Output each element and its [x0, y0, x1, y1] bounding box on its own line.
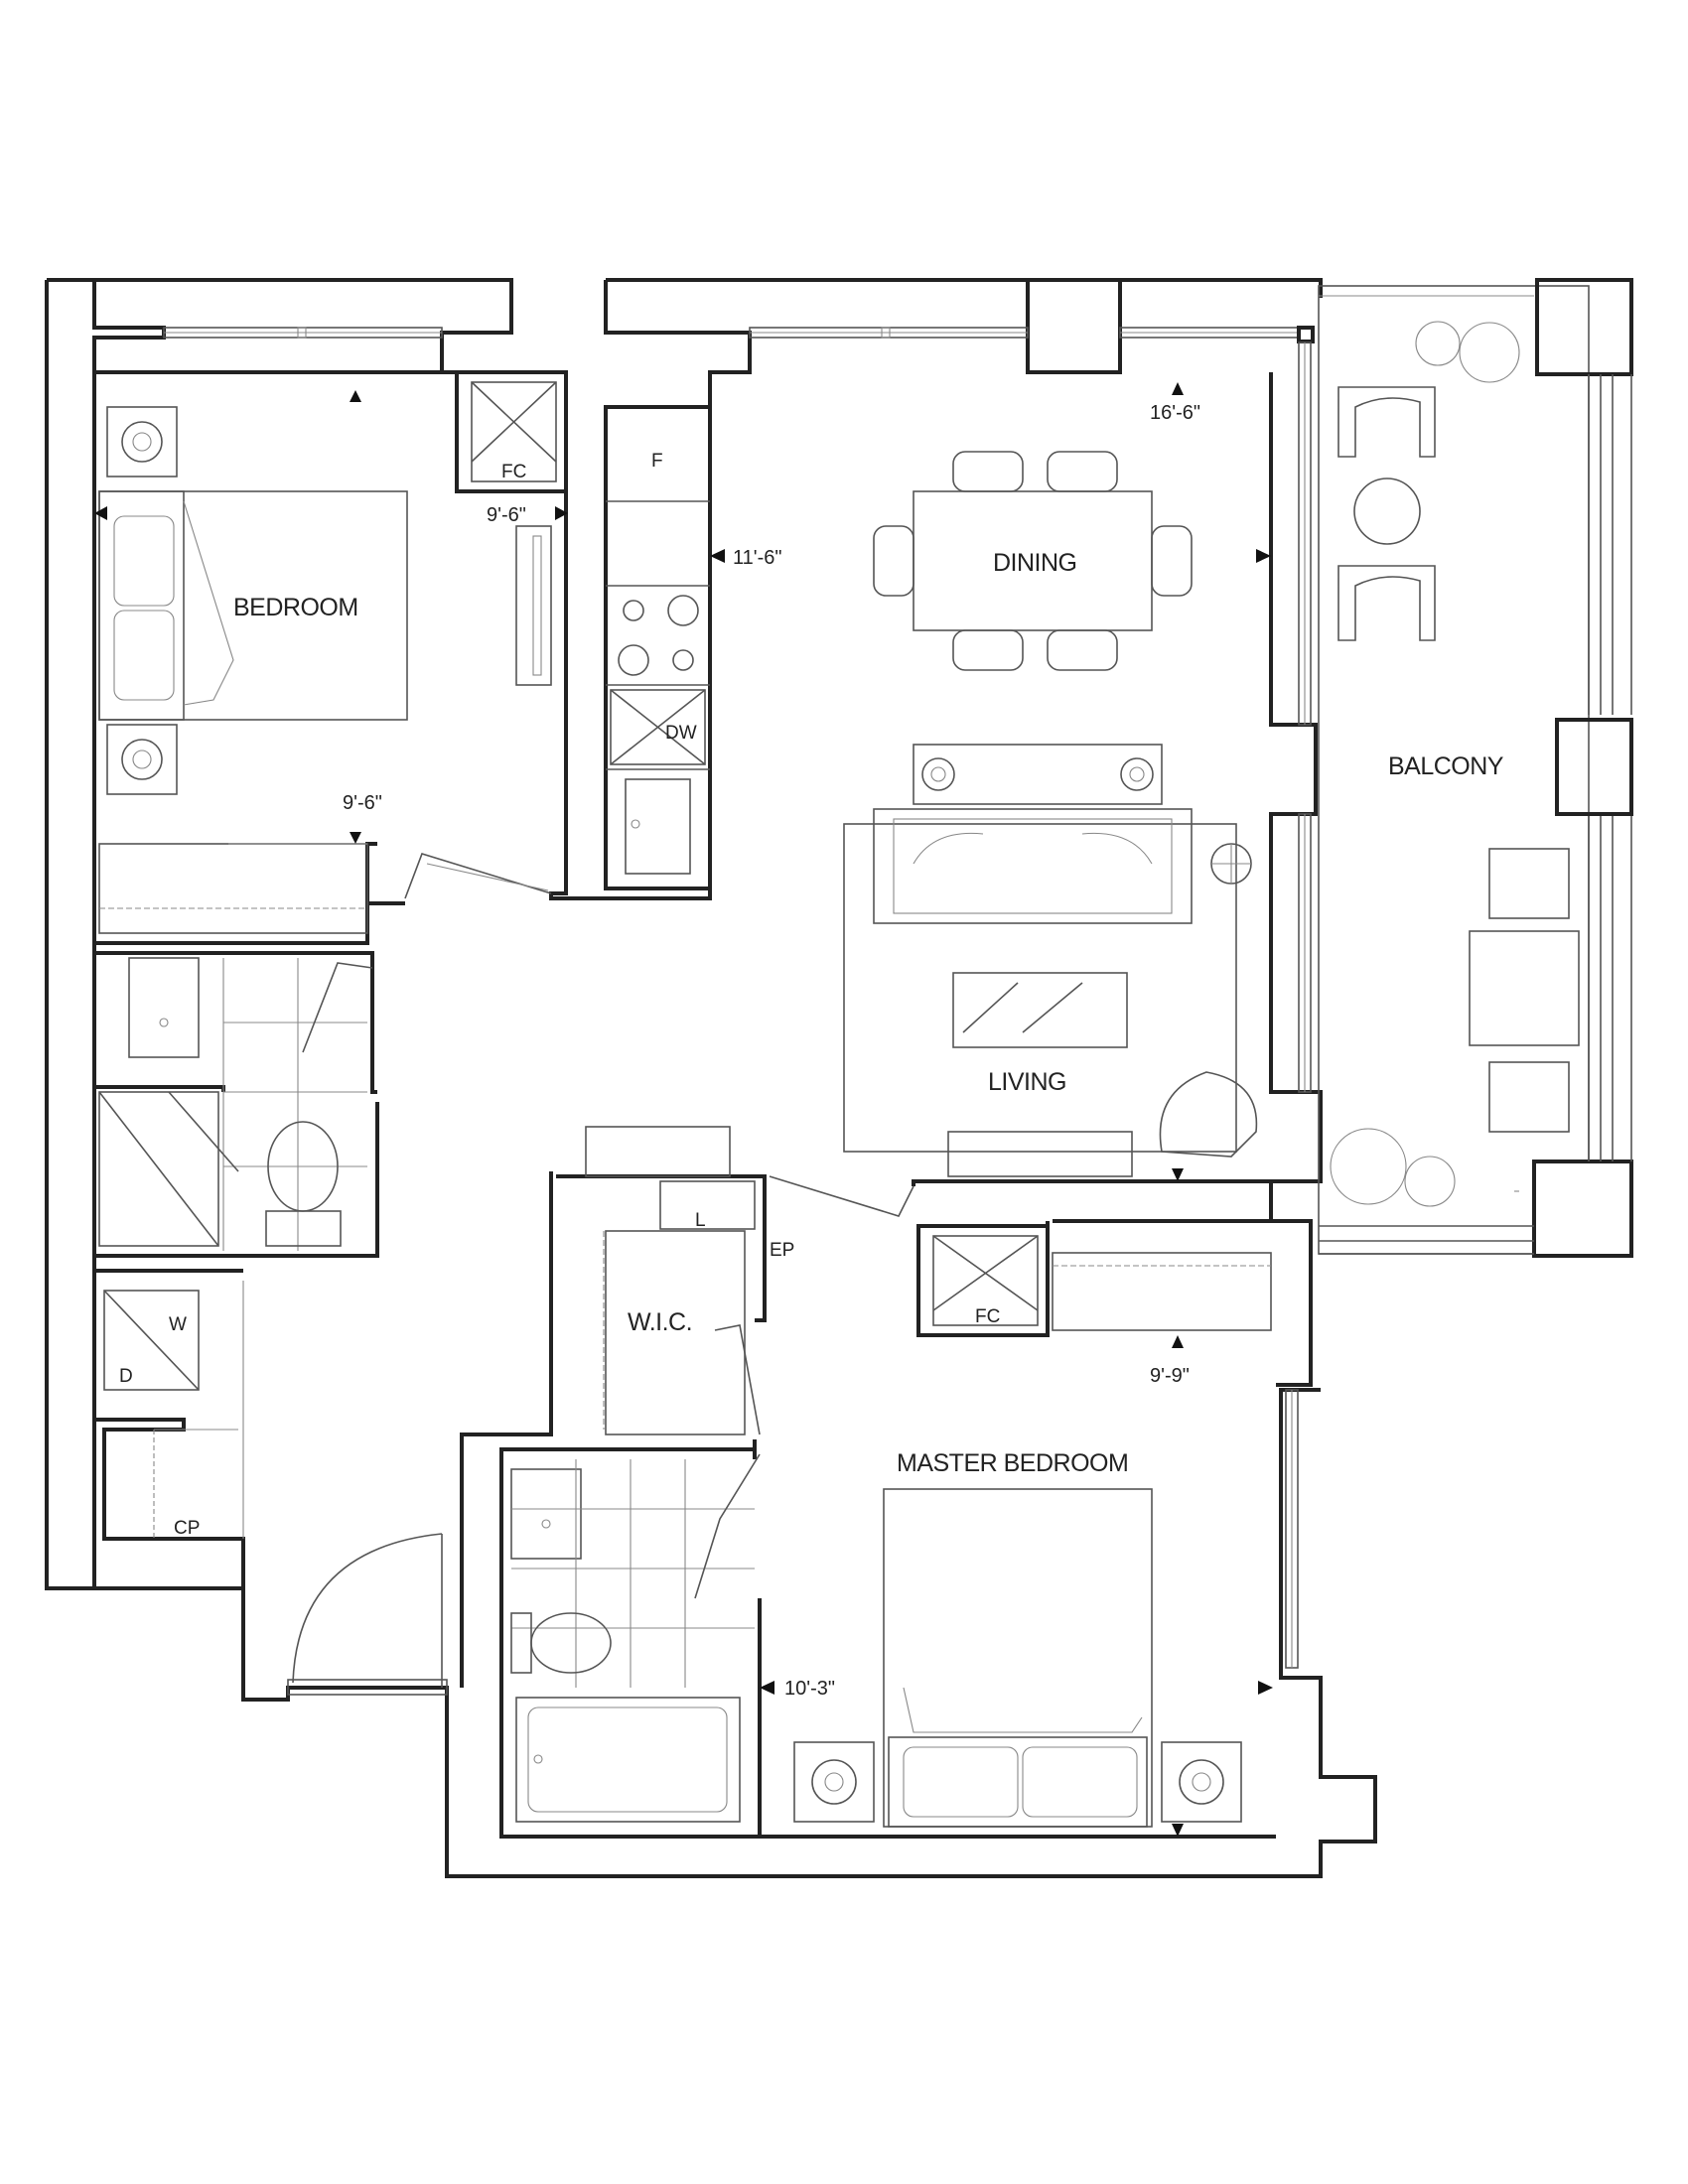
bedroom-door	[404, 853, 552, 899]
fixture-label-dryer: D	[119, 1366, 133, 1387]
master-bedroom-furniture	[793, 1252, 1272, 1828]
room-label-master-bedroom: MASTER BEDROOM	[897, 1449, 1128, 1477]
arrow-master-right	[1258, 1681, 1273, 1695]
dim-living-depth: 16'-6"	[1150, 402, 1200, 424]
dim-bedroom-depth: 9'-6"	[343, 792, 382, 814]
arrow-kitchen	[710, 549, 725, 563]
fc-closet-top	[471, 381, 557, 482]
room-label-bedroom: BEDROOM	[233, 594, 358, 621]
wic	[585, 1126, 914, 1435]
fixture-label-fridge: F	[651, 451, 663, 472]
arrow-living-bottom	[1172, 1168, 1184, 1181]
fixture-label-cp: CP	[174, 1518, 200, 1539]
fixture-label-fc-top: FC	[501, 462, 526, 482]
balcony-structure	[1318, 278, 1633, 1258]
dimension-arrows	[94, 382, 1273, 1837]
room-label-balcony: BALCONY	[1388, 752, 1504, 780]
dining-table	[873, 451, 1193, 671]
living-furniture	[843, 744, 1258, 1177]
arrow-master-bottom	[1172, 1824, 1184, 1837]
dim-master-depth: 10'-3"	[784, 1678, 835, 1700]
arrow-master-top	[1172, 1335, 1184, 1348]
labels: BEDROOM DINING LIVING BALCONY MASTER BED…	[119, 402, 1504, 1700]
room-label-wic: W.I.C.	[628, 1308, 692, 1336]
laundry	[103, 1281, 244, 1539]
kitchen	[604, 405, 712, 890]
dim-master-width: 9'-9"	[1150, 1365, 1190, 1387]
bedroom-furniture	[98, 406, 552, 934]
arrow-bedroom-bottom	[350, 832, 361, 844]
fixture-label-ep: EP	[770, 1240, 794, 1261]
room-label-dining: DINING	[993, 549, 1077, 577]
dim-kitchen-depth: 11'-6"	[733, 547, 781, 569]
room-label-living: LIVING	[988, 1068, 1066, 1096]
master-bath	[510, 1453, 761, 1823]
fc-closet-bottom	[932, 1235, 1039, 1326]
arrow-bedroom-left	[94, 506, 107, 520]
arrow-bedroom-right	[555, 506, 568, 520]
exterior-walls	[45, 278, 1377, 1878]
arrow-living-top	[1172, 382, 1184, 395]
arrow-master-left	[760, 1681, 774, 1695]
dim-bedroom-width: 9'-6"	[487, 504, 526, 526]
fixture-label-fc-bottom: FC	[975, 1306, 1000, 1327]
fixture-label-washer: W	[169, 1314, 187, 1335]
fixture-label-dishwasher: DW	[665, 723, 697, 744]
entry-door	[287, 1533, 448, 1696]
arrow-dining-right	[1256, 549, 1271, 563]
left-bath	[98, 957, 373, 1251]
fixture-label-linen: L	[695, 1210, 706, 1231]
balcony-furniture	[1330, 321, 1580, 1207]
arrow-bedroom-top	[350, 390, 361, 402]
